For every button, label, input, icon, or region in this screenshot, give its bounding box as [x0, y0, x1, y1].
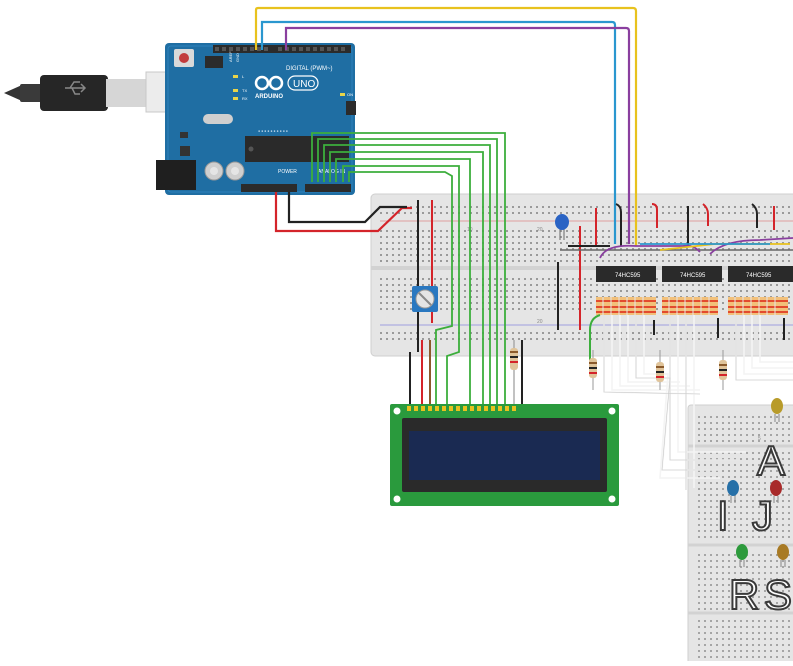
letter-j: J: [752, 492, 773, 539]
arduino-model: UNO: [293, 79, 315, 90]
shift-register-1[interactable]: 74HC595: [596, 266, 656, 282]
led-red[interactable]: [770, 480, 782, 503]
letter-s: S: [764, 571, 792, 618]
led-blue[interactable]: [727, 480, 739, 503]
shift-register-3[interactable]: 74HC595: [728, 266, 793, 282]
on-led: [340, 93, 345, 96]
crystal: [203, 114, 233, 124]
power-header: [241, 184, 297, 192]
bb-row-number: 5: [758, 436, 761, 442]
shift-register-2[interactable]: 74HC595: [662, 266, 722, 282]
letter-r: R: [729, 571, 759, 618]
potentiometer[interactable]: [412, 286, 438, 312]
on-label: ON: [347, 92, 353, 97]
resistor[interactable]: [719, 350, 727, 390]
letter-i: I: [717, 492, 729, 539]
gnd-label: GND: [235, 53, 240, 62]
chip-label: 74HC595: [680, 273, 706, 279]
wire-purple[interactable]: [284, 26, 631, 244]
signal-wires: [254, 6, 638, 246]
arduino-logo-icon: [254, 75, 284, 91]
lcd-data-wires: [311, 132, 506, 405]
reset-button-cap[interactable]: [179, 53, 189, 63]
lcd-screen: [409, 431, 600, 480]
lcd-pin-header: [407, 406, 516, 411]
led-green[interactable]: [736, 544, 748, 567]
led-orange[interactable]: [777, 544, 789, 567]
usb-symbol-icon: [65, 81, 87, 95]
dc-power-jack: [156, 160, 196, 190]
resistor-bank: [596, 297, 788, 315]
power-label: POWER: [278, 169, 297, 175]
wire-blue[interactable]: [260, 20, 617, 244]
led-letter-display: A I J R S: [716, 436, 793, 619]
chip-label: 74HC595: [615, 273, 641, 279]
l-label: L: [242, 74, 245, 79]
resistor[interactable]: [656, 350, 664, 390]
chip-label: 74HC595: [746, 273, 772, 279]
chip-caption: ● ● ● ● ● ● ● ● ● ●: [258, 129, 288, 133]
letter-a: A: [757, 437, 785, 484]
capacitor[interactable]: [555, 214, 569, 240]
arduino-uno[interactable]: DIGITAL (PWM~) AREF GND ARDUINO UNO L TX…: [156, 43, 356, 195]
led-yellow[interactable]: [771, 398, 783, 422]
arduino-brand: ARDUINO: [255, 94, 283, 100]
rx-led: [233, 97, 238, 100]
lcd-16x2[interactable]: [390, 404, 619, 506]
tx-label: TX: [242, 88, 247, 93]
atmega-chip: [245, 136, 349, 162]
rx-label: RX: [242, 96, 248, 101]
analog-header: [305, 184, 351, 192]
resistor[interactable]: [589, 350, 597, 390]
digital-label: DIGITAL (PWM~): [286, 66, 333, 72]
tx-led: [233, 89, 238, 92]
analog-label: ANALOG IN: [318, 169, 346, 175]
wire-black-gnd[interactable]: [287, 192, 407, 224]
resistor[interactable]: [510, 340, 518, 405]
bb-row-number: 20: [537, 227, 543, 233]
wire-yellow[interactable]: [254, 6, 638, 246]
bb-row-number: 20: [537, 319, 543, 325]
aref-label: AREF: [228, 51, 233, 62]
l-led: [233, 75, 238, 78]
